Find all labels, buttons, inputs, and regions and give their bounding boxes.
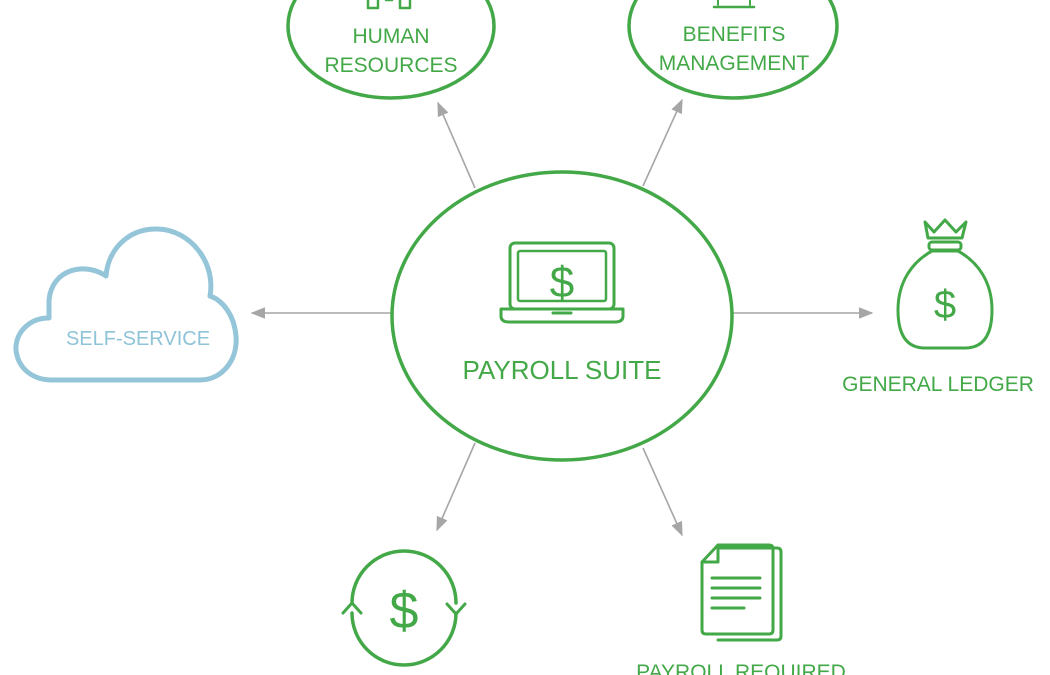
- self-service-label: SELF-SERVICE: [66, 328, 210, 350]
- node-self-service: SELF-SERVICE: [13, 226, 239, 383]
- human-resources-label-line1: HUMAN: [353, 25, 430, 48]
- connector-recurring: [436, 442, 476, 532]
- payroll-suite-label: PAYROLL SUITE: [463, 355, 662, 385]
- benefits-management-label-line2: MANAGEMENT: [659, 52, 810, 75]
- node-payroll-required: PAYROLL REQUIRED: [636, 543, 846, 675]
- connector-human-resources: [437, 101, 476, 189]
- benefits-management-label-line1: BENEFITS: [683, 23, 786, 46]
- node-recurring: $: [341, 549, 467, 667]
- laptop-dollar-icon: $: [499, 241, 625, 324]
- node-benefits-management: BENEFITS MANAGEMENT: [627, 0, 839, 100]
- svg-text:$: $: [390, 582, 419, 640]
- node-human-resources: HUMAN RESOURCES: [286, 0, 496, 100]
- money-bag-icon: $: [896, 218, 994, 350]
- svg-text:$: $: [934, 283, 956, 327]
- svg-text:$: $: [550, 258, 574, 307]
- recurring-dollar-icon: $: [341, 549, 467, 667]
- node-payroll-suite: $ PAYROLL SUITE: [390, 170, 734, 462]
- people-icon: [366, 0, 412, 10]
- cloud-icon: [13, 226, 239, 383]
- connector-benefits-management: [642, 98, 683, 187]
- building-icon: [712, 0, 756, 9]
- node-general-ledger: $ GENERAL LEDGER: [842, 218, 1034, 396]
- connectors: [250, 98, 874, 537]
- payroll-required-label: PAYROLL REQUIRED: [636, 661, 846, 675]
- human-resources-label-line2: RESOURCES: [324, 54, 457, 77]
- connector-payroll-required: [642, 447, 683, 537]
- general-ledger-label: GENERAL LEDGER: [842, 373, 1034, 396]
- documents-icon: [700, 543, 783, 642]
